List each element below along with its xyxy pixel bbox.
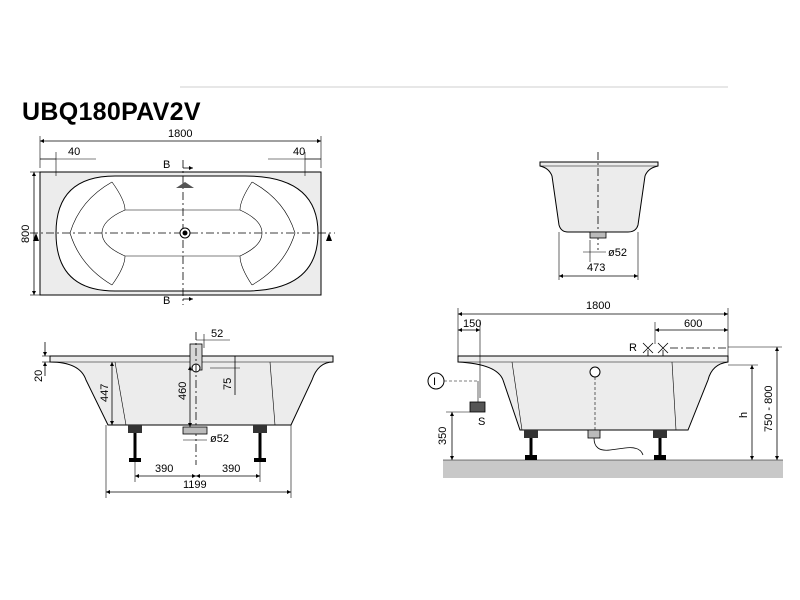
section-b-bottom-label: B [163, 295, 170, 307]
dim-75-label: 75 [222, 378, 234, 390]
install-marker-i: I [433, 376, 436, 388]
side-view-drain [589, 231, 607, 239]
install-s-fitting [469, 401, 486, 413]
install-inner-right [671, 361, 677, 431]
side-view-tub-body [539, 161, 659, 233]
install-tub-body [457, 355, 729, 431]
dim-447-label: 447 [99, 384, 111, 402]
install-dim-h-label: h [738, 412, 750, 418]
front-view-inner-right [269, 361, 276, 426]
install-inner-left [511, 361, 523, 431]
front-view: 20 447 52 460 75 ø52 390 390 [33, 328, 334, 498]
side-dim-473-label: 473 [587, 262, 605, 274]
install-marker-s: S [478, 416, 485, 428]
install-tap-left [642, 342, 654, 354]
floor [443, 460, 783, 478]
product-code-title: UBQ180PAV2V [22, 98, 201, 126]
install-drain-pipe [593, 437, 644, 456]
top-view-overflow [176, 182, 194, 188]
install-overflow [589, 366, 601, 378]
install-marker-r: R [629, 342, 637, 354]
front-view-leg-right [253, 425, 267, 462]
top-view-drain-center [182, 230, 188, 236]
dim-40-left-label: 40 [68, 146, 80, 158]
top-view-backrest-top [111, 181, 253, 211]
top-view-right-rest [251, 181, 296, 286]
dim-460-label: 460 [177, 382, 189, 400]
install-leg-left [524, 430, 538, 460]
install-dim-600-label: 600 [684, 318, 702, 330]
front-view-inner-left [114, 361, 127, 426]
install-dim-150-label: 150 [463, 318, 481, 330]
install-dim-350-label: 350 [437, 427, 449, 445]
dim-1800-label: 1800 [168, 128, 192, 140]
front-view-drain [182, 426, 208, 435]
top-view: B B 1800 40 40 800 [20, 128, 335, 307]
install-dim-range-label: 750 - 800 [763, 386, 775, 432]
top-view-right-marker [326, 233, 332, 241]
install-drain [587, 429, 601, 439]
dim-390-left-label: 390 [155, 463, 173, 475]
dim-52-label: 52 [211, 328, 223, 340]
front-view-leg-left [128, 425, 142, 462]
dim-1199-label: 1199 [183, 479, 207, 491]
top-view-backrest-bottom [111, 255, 253, 286]
side-dim-o52-label: ø52 [608, 247, 627, 259]
section-b-top-label: B [163, 159, 170, 171]
side-view: ø52 473 [539, 152, 659, 280]
install-leg-right [653, 430, 667, 460]
dim-40-right-label: 40 [293, 146, 305, 158]
dim-20-label: 20 [33, 370, 45, 382]
dim-800-label: 800 [20, 225, 32, 243]
install-dim-1800-label: 1800 [586, 300, 610, 312]
dim-o52-label: ø52 [210, 433, 229, 445]
installation-view: R 1800 150 600 I S 350 [427, 300, 783, 478]
dim-390-right-label: 390 [222, 463, 240, 475]
install-tap-right [657, 342, 669, 354]
